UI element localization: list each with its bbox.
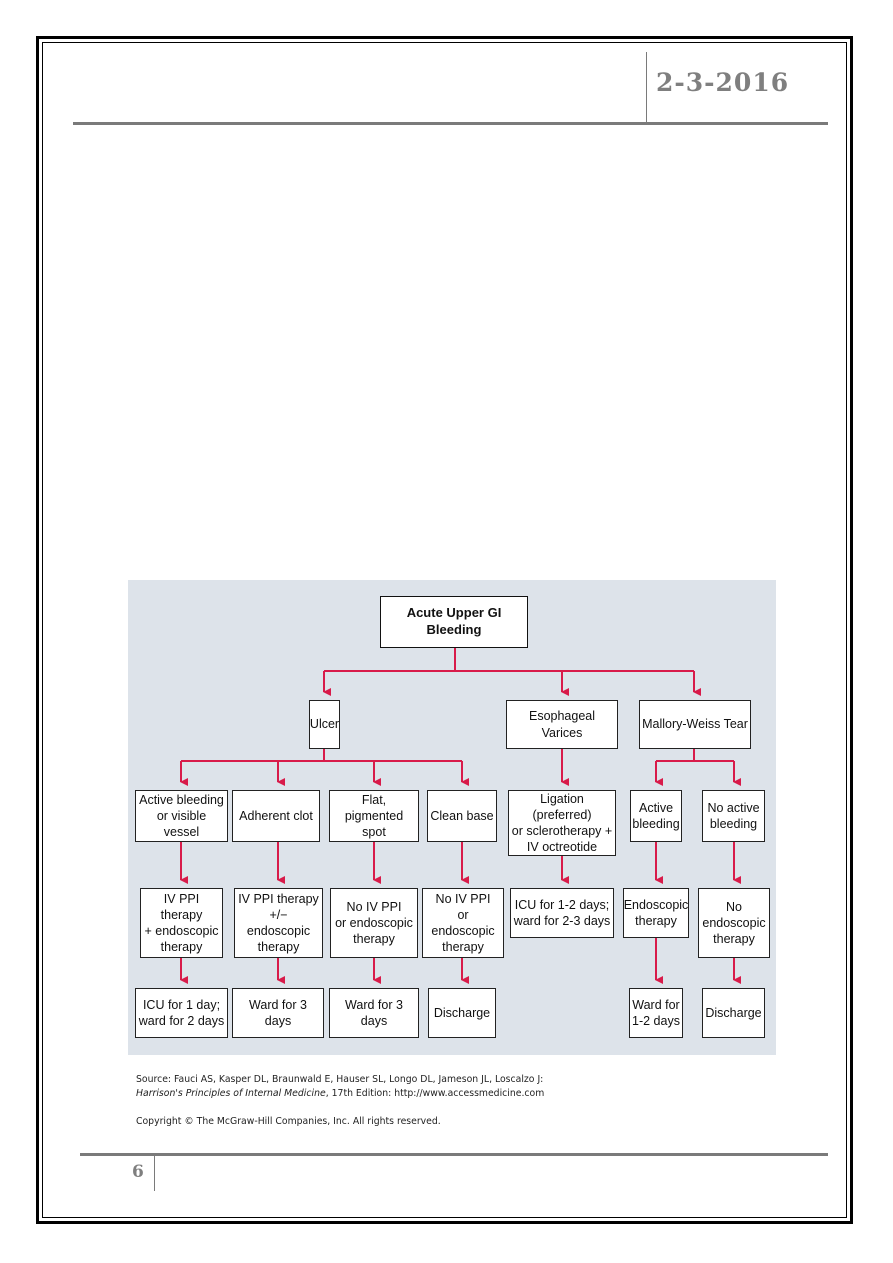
node-mw-active-bleeding: Active bleeding <box>630 790 682 842</box>
node-ulcer: Ulcer <box>309 700 340 749</box>
footer-divider <box>154 1155 155 1191</box>
node-mallory-weiss-tear: Mallory-Weiss Tear <box>639 700 751 749</box>
node-ward-3-days-flat: Ward for 3 days <box>329 988 419 1038</box>
header-rule <box>73 122 828 125</box>
node-ward-3-days-clot: Ward for 3 days <box>232 988 324 1038</box>
node-icu-1-day-ward-2-days: ICU for 1 day; ward for 2 days <box>135 988 228 1038</box>
node-therapy-flat-spot: No IV PPI or endoscopic therapy <box>330 888 418 958</box>
page-border-inner <box>42 42 847 1218</box>
node-ward-1-2-days: Ward for 1-2 days <box>629 988 683 1038</box>
footer-rule <box>80 1153 828 1156</box>
node-flat-pigmented-spot: Flat, pigmented spot <box>329 790 419 842</box>
node-discharge-mw: Discharge <box>702 988 765 1038</box>
node-active-bleeding-visible-vessel: Active bleeding or visible vessel <box>135 790 228 842</box>
node-mw-no-endoscopic-therapy: No endoscopic therapy <box>698 888 770 958</box>
node-mw-no-active-bleeding: No active bleeding <box>702 790 765 842</box>
source-book-line: Harrison's Principles of Internal Medici… <box>136 1087 544 1101</box>
node-adherent-clot: Adherent clot <box>232 790 320 842</box>
node-discharge-clean-base: Discharge <box>428 988 496 1038</box>
node-therapy-active-bleeding: IV PPI therapy + endoscopic therapy <box>140 888 223 958</box>
node-acute-upper-gi-bleeding: Acute Upper GI Bleeding <box>380 596 528 648</box>
source-authors: Source: Fauci AS, Kasper DL, Braunwald E… <box>136 1074 544 1085</box>
node-clean-base: Clean base <box>427 790 497 842</box>
page-border-outer <box>36 36 853 1224</box>
source-citation: Source: Fauci AS, Kasper DL, Braunwald E… <box>136 1073 544 1101</box>
page-number: 6 <box>132 1162 144 1182</box>
header-date: 2-3-2016 <box>656 68 790 97</box>
flowchart: Acute Upper GI Bleeding Ulcer Esophageal… <box>128 580 776 1055</box>
node-mw-endoscopic-therapy: Endoscopic therapy <box>623 888 689 938</box>
node-varices-disposition: ICU for 1-2 days; ward for 2-3 days <box>510 888 614 938</box>
node-therapy-adherent-clot: IV PPI therapy +/− endoscopic therapy <box>234 888 323 958</box>
node-varices-therapy: Ligation (preferred) or sclerotherapy + … <box>508 790 616 856</box>
node-therapy-clean-base: No IV PPI or endoscopic therapy <box>422 888 504 958</box>
flowchart-connectors <box>180 648 741 984</box>
copyright-notice: Copyright © The McGraw-Hill Companies, I… <box>136 1116 441 1127</box>
header-divider <box>646 52 647 124</box>
source-book-title: Harrison's Principles of Internal Medici… <box>136 1088 326 1099</box>
node-esophageal-varices: Esophageal Varices <box>506 700 618 749</box>
source-edition-url: , 17th Edition: http://www.accessmedicin… <box>325 1088 545 1099</box>
